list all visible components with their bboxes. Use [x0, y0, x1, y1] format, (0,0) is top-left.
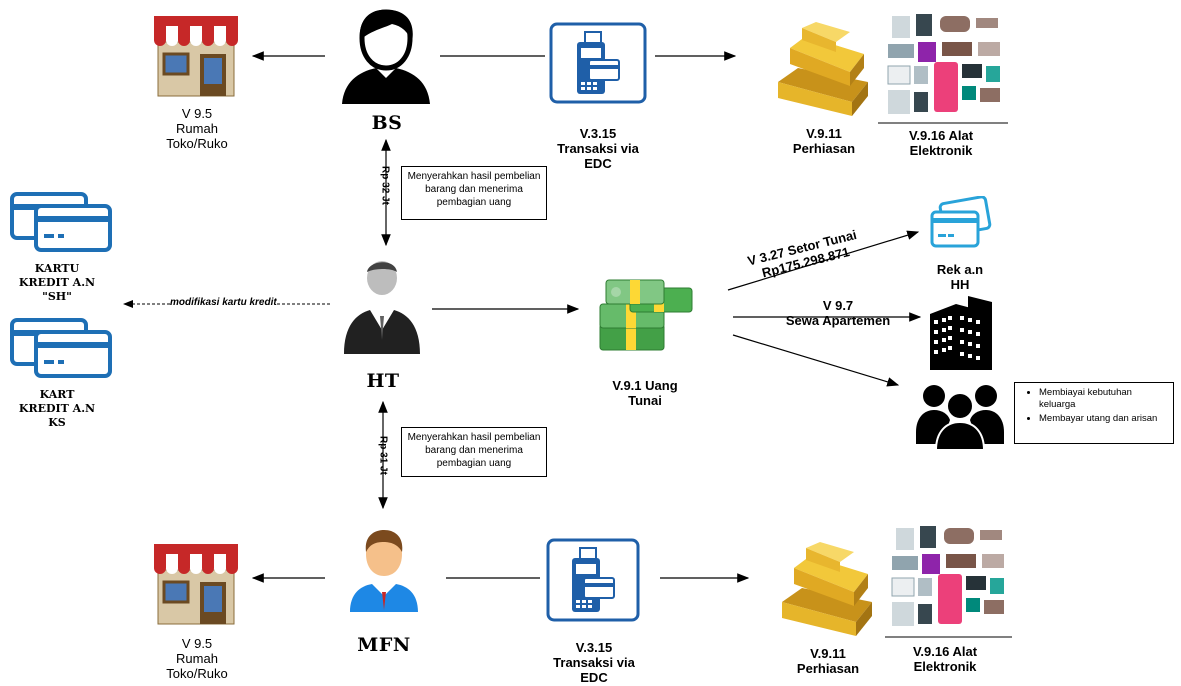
edc-bottom-label: V.3.15 Transaksi via EDC — [553, 640, 635, 685]
shop-icon — [154, 16, 238, 97]
gold-icon — [782, 542, 872, 636]
edc-top-label: V.3.15 Transaksi via EDC — [557, 126, 639, 171]
arrow-cash-rek — [727, 230, 920, 291]
gold-top-label: V.9.11 Perhiasan — [792, 126, 856, 156]
gold-icon — [778, 22, 868, 116]
edc-icon — [546, 538, 640, 622]
modifikasi-label: modifikasi kartu kredit — [170, 297, 277, 308]
cash-label: V.9.1 Uang Tunai — [612, 378, 678, 408]
gold-bottom-label: V.9.11 Perhiasan — [796, 646, 860, 676]
shop-top-label: V 9.5 Rumah Toko/Ruko — [166, 106, 228, 151]
cash-icon — [599, 279, 693, 351]
purpose-list: Membiayai kebutuhan keluarga Membayar ut… — [1014, 382, 1174, 444]
shop-icon — [154, 544, 238, 625]
rek-label: Rek a.n HH — [936, 262, 984, 292]
bs-label: BS — [371, 112, 403, 134]
arrow-cash-family — [732, 334, 900, 387]
elec-bottom-label: V.9.16 Alat Elektronik — [912, 644, 978, 674]
card2-label: KART KREDIT A.N KS — [18, 388, 96, 429]
purpose-item: Membiayai kebutuhan keluarga — [1039, 387, 1169, 411]
person-icon — [350, 530, 418, 612]
sewa-label: V 9.7 Sewa Apartemen — [785, 298, 891, 328]
person-icon — [342, 9, 430, 104]
building-icon — [930, 296, 992, 370]
ht-label: HT — [366, 370, 400, 392]
credit-card-icon — [930, 196, 992, 248]
elec-top-label: V.9.16 Alat Elektronik — [908, 128, 974, 158]
edc-icon — [549, 22, 647, 104]
group-icon — [916, 385, 1004, 450]
electronics-icon — [891, 526, 1004, 626]
electronics-icon — [887, 14, 1000, 114]
note-bottom: Menyerahkan hasil pembelian barang dan m… — [401, 427, 547, 477]
note-top: Menyerahkan hasil pembelian barang dan m… — [401, 166, 547, 220]
shop-bottom-label: V 9.5 Rumah Toko/Ruko — [166, 636, 228, 681]
credit-card-icon — [10, 192, 112, 252]
person-icon — [344, 261, 420, 354]
purpose-item: Membayar utang dan arisan — [1039, 413, 1169, 425]
amount-bottom: Rp 31 Jt — [377, 436, 389, 475]
mfn-label: MFN — [357, 634, 411, 656]
card1-label: KARTU KREDIT A.N "SH" — [18, 262, 96, 303]
credit-card-icon — [10, 318, 112, 378]
amount-top: Rp 32 Jt — [379, 166, 391, 205]
